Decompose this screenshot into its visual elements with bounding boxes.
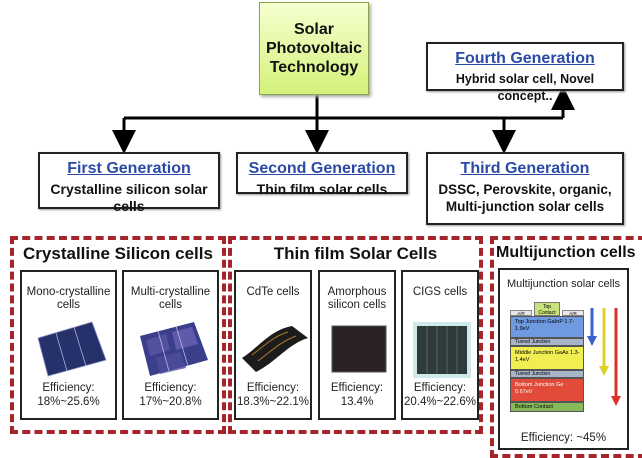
amorphous-image [331,325,387,373]
cdte-label: CdTe cells [246,286,300,298]
top-junction-layer: Top Junction GaInP 1.7-1.9eV [510,316,584,338]
root-node: Solar Photovoltaic Technology [259,2,369,95]
multijunction-card: Multijunction solar cells Top Contact A/… [498,268,629,450]
mono-crystalline-image [37,321,107,377]
bottom-contact-layer: Bottom Contact [510,402,584,412]
tunnel-junction-2: Tunnel Junction [510,370,584,378]
cdte-image [242,326,308,372]
mono-efficiency-label: Efficiency: [42,382,95,394]
middle-junction-layer: Middle Junction GaAs 1.3-1.4eV [510,346,584,370]
top-contact-layer: Top Contact [534,302,560,316]
second-generation-box: Second Generation Thin film solar cells [236,152,408,197]
multi-efficiency-label: Efficiency: [144,382,197,394]
cigs-efficiency-value: 20.4%~22.6% [404,396,476,408]
thin-film-group [228,236,483,434]
light-arrows-icon [587,308,621,406]
fourth-generation-title[interactable]: Fourth Generation [455,50,595,67]
multi-efficiency-value: 17%~20.8% [139,396,202,408]
crystalline-silicon-group [10,236,226,434]
cigs-efficiency-label: Efficiency: [413,382,467,394]
amorphous-efficiency-value: 13.4% [340,396,374,408]
first-generation-box: First Generation Crystalline silicon sol… [38,152,220,214]
bottom-junction-layer: Bottom Junction Ge 0.67eV [510,378,584,402]
amorphous-card: Amorphous silicon cells Efficiency: 13.4… [318,270,396,420]
ar-left-layer: A/R [510,310,532,316]
cdte-efficiency-value: 18.3%~22.1% [237,396,309,408]
multijunction-stack: Top Contact A/R A/R Top Junction GaInP 1… [510,302,584,428]
fourth-generation-box: Fourth Generation Hybrid solar cell, Nov… [426,42,624,103]
ar-right-layer: A/R [562,310,584,316]
mono-crystalline-label: Mono-crystalline cells [26,286,111,311]
second-generation-title[interactable]: Second Generation [248,160,396,177]
first-generation-title[interactable]: First Generation [67,160,191,177]
third-generation-box: Third Generation DSSC, Perovskite, organ… [426,152,624,225]
thin-film-title: Thin film Solar Cells [273,244,438,263]
cigs-image [413,322,471,378]
tunnel-junction-1: Tunnel Junction [510,338,584,346]
cdte-efficiency-label: Efficiency: [246,382,300,394]
first-generation-subtitle: Crystalline silicon solar cells [50,181,208,214]
cigs-label: CIGS cells [412,286,468,298]
mono-efficiency-value: 18%~25.6% [37,396,100,408]
multi-crystalline-card: Multi-crystalline cells Efficiency: 17%~… [122,270,219,420]
multi-crystalline-label: Multi-crystalline cells [130,286,211,311]
amorphous-efficiency-label: Efficiency: [330,382,384,394]
crystalline-silicon-title: Crystalline Silicon cells [23,244,213,263]
cdte-card: CdTe cells Efficiency: 18.3%~22.1% [234,270,312,420]
fourth-generation-subtitle: Hybrid solar cell, Novel concept.. [455,72,595,103]
second-generation-subtitle: Thin film solar cells [256,181,388,197]
mono-crystalline-card: Mono-crystalline cells Efficiency: 18%~2… [20,270,117,420]
multi-crystalline-image [140,322,208,376]
cigs-card: CIGS cells Efficiency: 20.4%~22.6% [401,270,479,420]
third-generation-subtitle: DSSC, Perovskite, organic, Multi-junctio… [438,182,612,214]
third-generation-title[interactable]: Third Generation [460,160,590,177]
amorphous-label: Amorphous silicon cells [327,286,387,311]
multijunction-title: Multijunction cells [496,244,636,261]
multijunction-efficiency: Efficiency: ~45% [520,432,607,444]
multijunction-card-title: Multijunction solar cells [506,278,621,290]
